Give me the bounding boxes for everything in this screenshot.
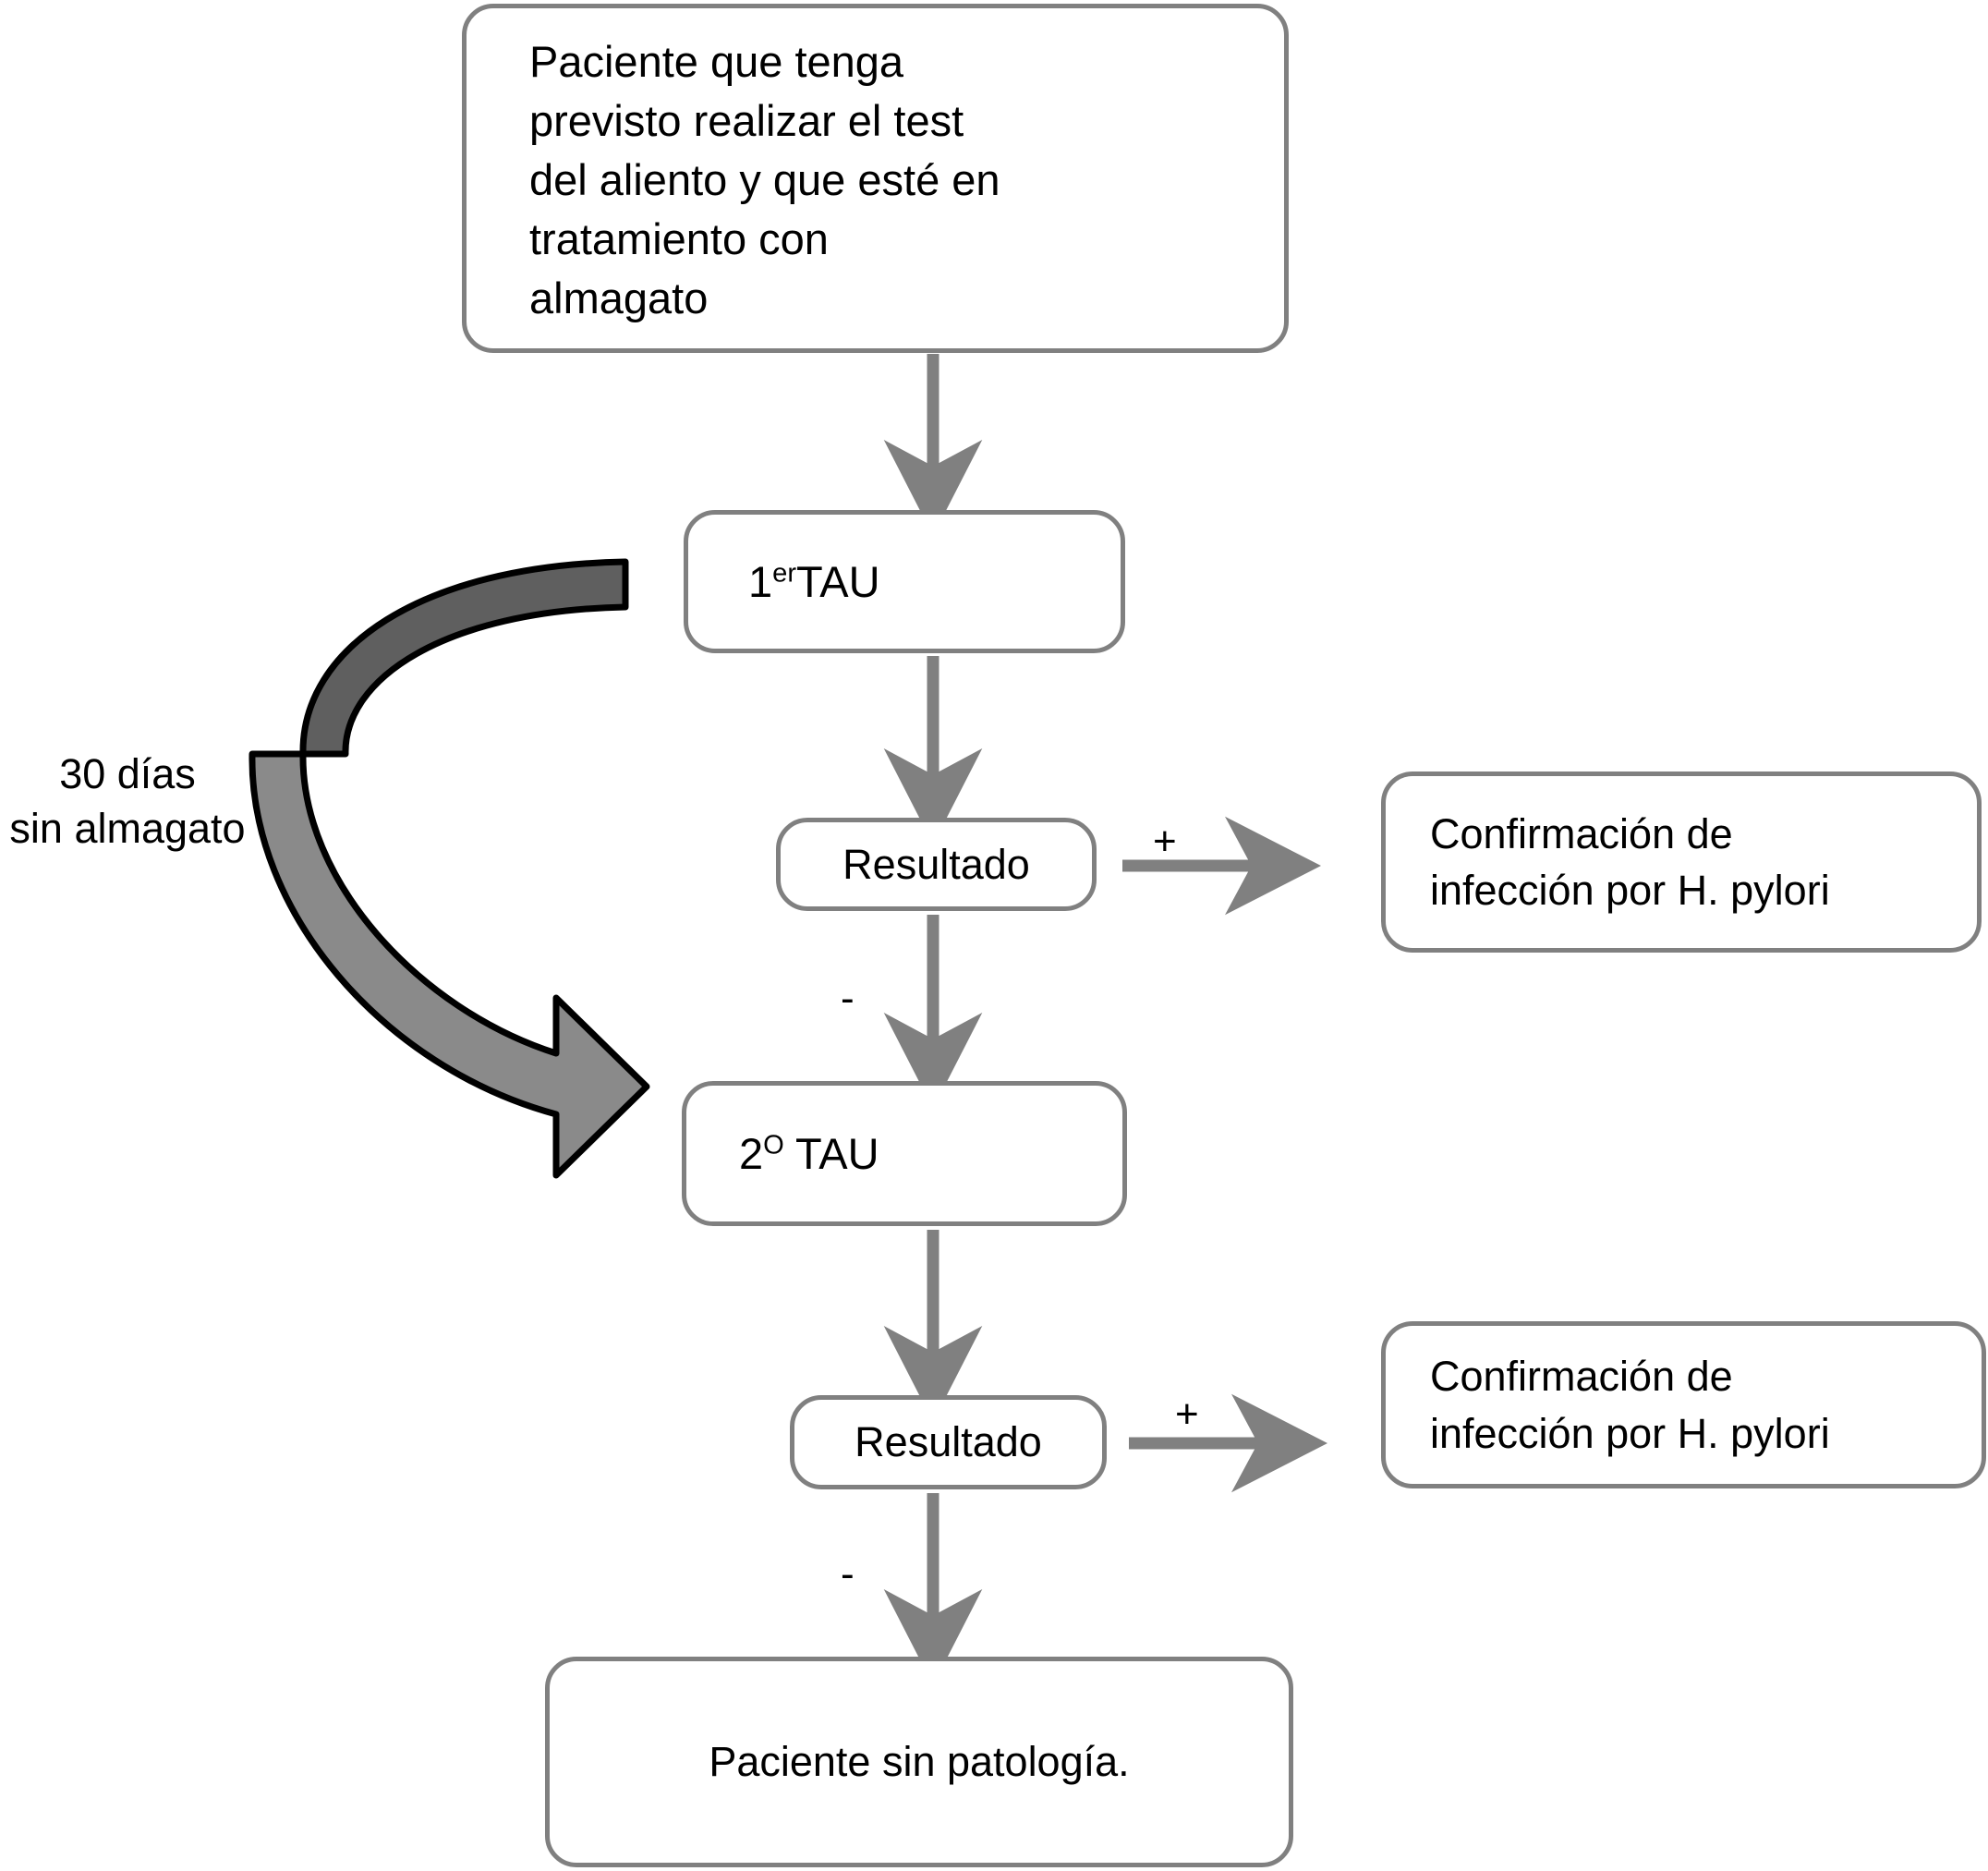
node-second-tau-number: 2 [739, 1128, 764, 1178]
node-confirmation-first-label: Confirmación de infección por H. pylori [1430, 809, 1830, 914]
node-entry-criteria[interactable]: Paciente que tenga previsto realizar el … [462, 4, 1289, 353]
node-second-tau-ordinal: O [763, 1129, 784, 1160]
label-edge-positive-first: + [1153, 819, 1177, 864]
label-edge-negative-second: - [841, 1551, 855, 1597]
node-result-second[interactable]: Resultado [790, 1395, 1107, 1489]
node-first-tau-number: 1 [748, 556, 773, 606]
node-confirmation-first[interactable]: Confirmación de infección por H. pylori [1381, 771, 1982, 953]
label-washout-period: 30 días sin almagato [9, 750, 246, 853]
node-first-tau-suffix: TAU [796, 556, 880, 606]
node-entry-criteria-label: Paciente que tenga previsto realizar el … [529, 37, 1000, 322]
node-result-first-label: Resultado [842, 840, 1030, 888]
node-no-pathology-label: Paciente sin patología. [709, 1738, 1130, 1786]
node-second-tau-suffix: TAU [783, 1128, 879, 1178]
node-result-second-label: Resultado [855, 1418, 1042, 1466]
node-no-pathology[interactable]: Paciente sin patología. [545, 1657, 1293, 1867]
node-result-first[interactable]: Resultado [776, 818, 1097, 911]
node-confirmation-second[interactable]: Confirmación de infección por H. pylori [1381, 1321, 1986, 1488]
node-second-tau-label: 2O TAU [739, 1124, 1122, 1184]
curved-loop-arrow-upper [299, 558, 629, 758]
node-first-tau-ordinal: er [772, 557, 797, 588]
label-edge-negative-first: - [841, 976, 855, 1021]
node-first-tau[interactable]: 1erTAU [684, 510, 1125, 653]
curved-loop-arrow-lower [248, 750, 650, 1179]
node-first-tau-label: 1erTAU [748, 553, 1121, 612]
label-edge-positive-second: + [1175, 1391, 1199, 1437]
node-confirmation-second-label: Confirmación de infección por H. pylori [1430, 1353, 1830, 1457]
node-second-tau[interactable]: 2O TAU [682, 1081, 1127, 1226]
